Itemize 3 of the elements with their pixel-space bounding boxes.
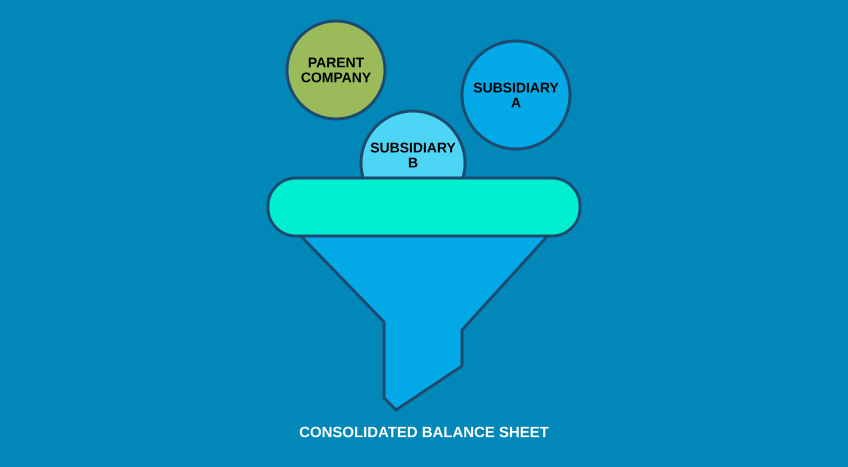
circle-node: SUBSIDIARY A	[460, 40, 572, 150]
circle-node: PARENT COMPANY	[286, 20, 386, 120]
caption: CONSOLIDATED BALANCE SHEET	[300, 426, 549, 438]
